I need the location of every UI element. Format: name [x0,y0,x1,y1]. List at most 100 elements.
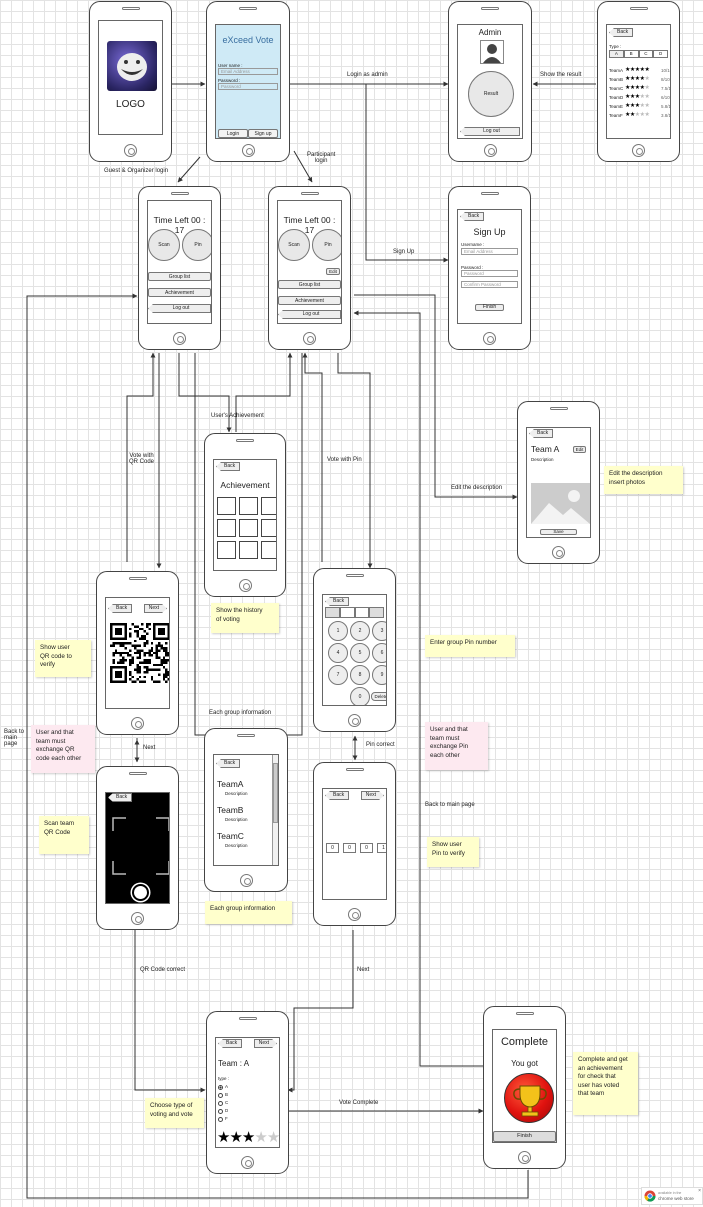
achievement-slot[interactable] [261,497,276,515]
edit-button[interactable]: Edit [326,268,340,275]
home-button[interactable] [131,717,144,730]
star-filled-icon[interactable]: ★ [241,1129,255,1146]
radio-button[interactable] [218,1084,223,1090]
home-button[interactable] [131,912,144,925]
next-button[interactable]: Next [144,604,167,613]
back-button[interactable]: Back [325,597,350,606]
home-button[interactable] [348,714,361,727]
key-1[interactable]: 1 [328,621,348,641]
photo-placeholder[interactable] [531,483,590,524]
group-list-button[interactable]: Group list [278,280,341,289]
confirm-password-input[interactable]: Confirm Password [461,281,518,288]
back-button[interactable]: Back [529,429,554,438]
username-input[interactable]: Email Address [218,68,278,75]
achievement-button[interactable]: Achievement [278,296,341,305]
achievement-button[interactable]: Achievement [148,288,211,297]
back-button[interactable]: Back [325,791,350,800]
home-button[interactable] [241,1156,254,1169]
key-4[interactable]: 4 [328,643,348,663]
home-button[interactable] [303,332,316,345]
home-button[interactable] [241,144,255,157]
back-button[interactable]: Back [218,1039,243,1048]
back-button[interactable]: Back [108,793,133,802]
key-0[interactable]: 0 [350,687,370,705]
finish-button[interactable]: Finish [475,304,504,311]
achievement-slot[interactable] [239,541,258,559]
signup-button[interactable]: Sign up [248,129,278,138]
result-button[interactable]: Result [468,71,514,117]
back-button[interactable]: Back [216,759,241,768]
achievement-slot[interactable] [239,497,258,515]
username-input[interactable]: Email Address [461,248,518,255]
login-button[interactable]: Login [218,129,248,138]
star-filled-icon[interactable]: ★ [229,1129,242,1146]
key-6[interactable]: 6 [372,643,386,663]
type-tab[interactable]: D [653,50,668,58]
home-button[interactable] [124,144,137,157]
home-button[interactable] [483,144,497,157]
type-tab[interactable]: C [638,50,654,58]
key-5[interactable]: 5 [350,643,370,663]
radio-button[interactable] [218,1100,223,1106]
logout-button[interactable]: Log out [278,310,341,319]
pin-button[interactable]: Pin [312,229,341,261]
home-button[interactable] [518,1151,531,1164]
edit-button[interactable]: Edit [573,446,586,453]
achievement-slot[interactable] [261,519,276,537]
scrollbar-thumb[interactable] [273,763,278,823]
shutter-button[interactable] [132,884,149,901]
radio-button[interactable] [218,1108,223,1114]
key-8[interactable]: 8 [350,665,370,685]
back-button[interactable]: Back [216,462,241,471]
key-3[interactable]: 3 [372,621,386,641]
scan-button[interactable]: Scan [148,229,180,261]
home-button[interactable] [483,332,496,345]
achievement-slot[interactable] [261,541,276,559]
achievement-slot[interactable] [217,541,236,559]
scrollbar[interactable] [272,755,278,865]
achievement-slot[interactable] [217,519,236,537]
key-9[interactable]: 9 [372,665,386,685]
back-button[interactable]: Back [108,604,133,613]
vote-option[interactable]: D [218,1107,258,1115]
home-button[interactable] [632,144,645,157]
scan-button[interactable]: Scan [278,229,310,261]
key-2[interactable]: 2 [350,621,370,641]
back-button[interactable]: Back [460,212,485,221]
type-tab[interactable]: A [609,50,624,58]
home-button[interactable] [348,908,361,921]
star-empty-icon[interactable]: ★ [254,1129,267,1146]
delete-button[interactable]: Delete [371,692,386,701]
type-tab[interactable]: B [623,50,639,58]
chrome-store-badge[interactable]: available in the chrome web store × [641,1187,703,1205]
radio-button[interactable] [218,1116,223,1122]
finish-button[interactable]: Finish [493,1131,556,1142]
star-empty-icon[interactable]: ★ [266,1129,280,1146]
pin-button[interactable]: Pin [182,229,211,261]
vote-option[interactable]: A [218,1083,258,1091]
group-list-button[interactable]: Group list [148,272,211,281]
star-rating[interactable]: ★★★★★ [217,1130,279,1145]
star-filled-icon[interactable]: ★ [217,1129,230,1146]
home-button[interactable] [552,546,565,559]
vote-option[interactable]: B [218,1091,258,1099]
save-button[interactable]: Save [540,529,577,535]
achievement-slot[interactable] [239,519,258,537]
achievement-slot[interactable] [217,497,236,515]
home-button[interactable] [239,874,253,887]
next-button[interactable]: Next [361,791,384,800]
logout-button[interactable]: Log out [460,127,520,136]
password-input[interactable]: Password [218,83,278,90]
close-icon[interactable]: × [698,1188,701,1194]
key-7[interactable]: 7 [328,665,348,685]
vote-option[interactable]: C [218,1099,258,1107]
vote-option[interactable]: F [218,1115,258,1123]
radio-button[interactable] [218,1092,223,1098]
next-button[interactable]: Next [254,1039,277,1048]
home-button[interactable] [238,579,252,592]
logout-button[interactable]: Log out [148,304,211,313]
home-button[interactable] [173,332,186,345]
